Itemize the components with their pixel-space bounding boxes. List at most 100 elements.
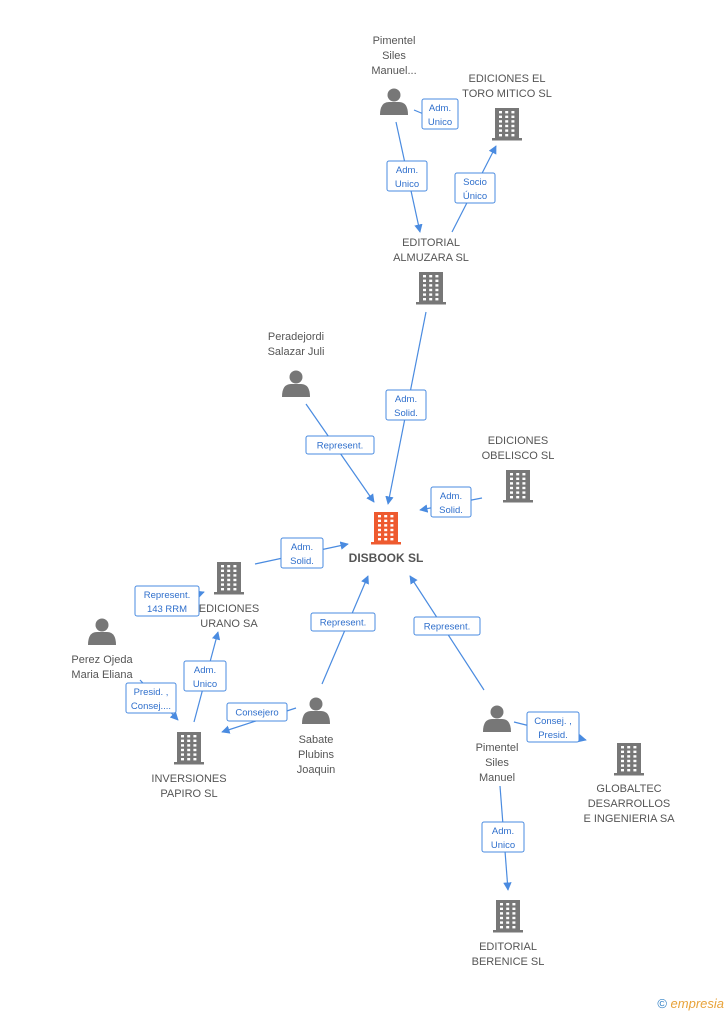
edge-label[interactable]: Adm.Solid. (430, 486, 472, 518)
node-toro[interactable]: EDICIONES EL TORO MITICO SL (462, 73, 552, 141)
building-icon (371, 512, 401, 545)
edge-label-text: Presid. (538, 730, 568, 741)
edge-label[interactable]: Adm. Unico (183, 660, 227, 692)
edge-label-text: Unico (193, 679, 217, 690)
edge-label-box (226, 702, 288, 722)
person-icon (483, 705, 511, 732)
node-label-line: URANO SA (200, 618, 258, 630)
edge-label-text: Solid. (439, 505, 463, 516)
edge-label-box (183, 660, 227, 692)
edge-label[interactable]: Adm.Unico (386, 160, 428, 192)
node-label-line: Sabate (299, 734, 334, 746)
edge-label[interactable]: Consej. , Presid. (526, 711, 580, 743)
building-icon (614, 743, 644, 776)
edge-label-box (413, 616, 481, 636)
node-label-line: EDITORIAL (479, 941, 537, 953)
edge-label-text: Único (463, 191, 487, 202)
edge-label-text: Presid. , (134, 687, 169, 698)
footer-brand: © empresia (657, 996, 724, 1011)
edge-label-text: Adm. (291, 542, 313, 553)
node-label-line: PAPIRO SL (160, 788, 217, 800)
edge-label-text: Unico (491, 840, 515, 851)
node-label-line: TORO MITICO SL (462, 88, 552, 100)
edge-label-text: Unico (395, 179, 419, 190)
node-label-line: Manuel... (371, 65, 416, 77)
node-label-line: DESARROLLOS (588, 798, 671, 810)
edge-label[interactable]: Adm. Unico (421, 98, 459, 130)
node-label-line: Plubins (298, 749, 335, 761)
node-label-line: EDICIONES (199, 603, 260, 615)
edge-label[interactable]: Presid. , Consej.... (125, 682, 177, 714)
node-label-line: Pimentel (476, 742, 519, 754)
edge-label-box (481, 821, 525, 853)
node-label-line: EDITORIAL (402, 237, 460, 249)
edge-label[interactable]: Represent. (305, 435, 375, 455)
edge-label-box (385, 389, 427, 421)
person-icon (88, 618, 116, 645)
edge-label-box (134, 585, 200, 617)
node-label-line: Salazar Juli (268, 346, 325, 358)
edge-label-text: Represent. (144, 590, 190, 601)
node-globaltec[interactable]: GLOBALTEC DESARROLLOS E INGENIERIA SA (583, 743, 675, 825)
node-label-line: Maria Eliana (71, 669, 133, 681)
edge-label-text: Adm. (194, 665, 216, 676)
building-icon (492, 108, 522, 141)
edge-label-text: Adm. (492, 826, 514, 837)
node-pimentel1[interactable]: PimentelSilesManuel... (371, 35, 417, 115)
edge-label-box (310, 612, 376, 632)
node-label-line: EDICIONES EL (468, 73, 545, 85)
edge-label-text: Unico (428, 117, 452, 128)
edge-label[interactable]: Represent. (310, 612, 376, 632)
building-icon (493, 900, 523, 933)
node-label-line: Joaquin (297, 764, 336, 776)
edge-label-text: Consej.... (131, 701, 171, 712)
building-icon (503, 470, 533, 503)
edge-label[interactable]: Consejero (226, 702, 288, 722)
node-label-line: OBELISCO SL (482, 450, 555, 462)
edge-label[interactable]: Represent.143 RRM (134, 585, 200, 617)
node-papiro[interactable]: INVERSIONES PAPIRO SL (151, 732, 227, 800)
node-disbook[interactable]: DISBOOK SL (349, 512, 424, 565)
edge-label-text: Solid. (394, 408, 418, 419)
edge-label-box (305, 435, 375, 455)
node-label-line: Siles (485, 757, 509, 769)
node-label-line: INVERSIONES (151, 773, 226, 785)
edge-label[interactable]: Adm.Solid. (385, 389, 427, 421)
edge-label-text: Adm. (429, 103, 451, 114)
node-label-line: E INGENIERIA SA (583, 813, 675, 825)
edge-label-box (280, 537, 324, 569)
edge-label[interactable]: Adm. Solid. (280, 537, 324, 569)
node-almuzara[interactable]: EDITORIAL ALMUZARA SL (393, 237, 469, 305)
edge-label-text: Solid. (290, 556, 314, 567)
edge-label-text: Represent. (424, 622, 470, 633)
edge-label[interactable]: Adm. Unico (481, 821, 525, 853)
node-label-line: Siles (382, 50, 406, 62)
node-label-line: GLOBALTEC (596, 783, 661, 795)
edge-label-text: Consej. , (534, 716, 572, 727)
node-label-line: DISBOOK SL (349, 551, 424, 565)
building-icon (416, 272, 446, 305)
node-label-line: Peradejordi (268, 331, 324, 343)
edge-label-text: Socio (463, 177, 487, 188)
node-label-line: Pimentel (373, 35, 416, 47)
edge-label-box (386, 160, 428, 192)
edge-label[interactable]: Represent. (413, 616, 481, 636)
edge-label-text: Represent. (320, 618, 366, 629)
edge-label-box (125, 682, 177, 714)
brand-name: empresia (670, 996, 724, 1011)
copyright-symbol: © (657, 996, 667, 1011)
building-icon (174, 732, 204, 765)
node-label-line: EDICIONES (488, 435, 549, 447)
edge-label-box (421, 98, 459, 130)
node-label-line: ALMUZARA SL (393, 252, 469, 264)
person-icon (302, 697, 330, 724)
node-obelisco[interactable]: EDICIONES OBELISCO SL (482, 435, 555, 503)
node-urano[interactable]: EDICIONES URANO SA (199, 562, 260, 630)
